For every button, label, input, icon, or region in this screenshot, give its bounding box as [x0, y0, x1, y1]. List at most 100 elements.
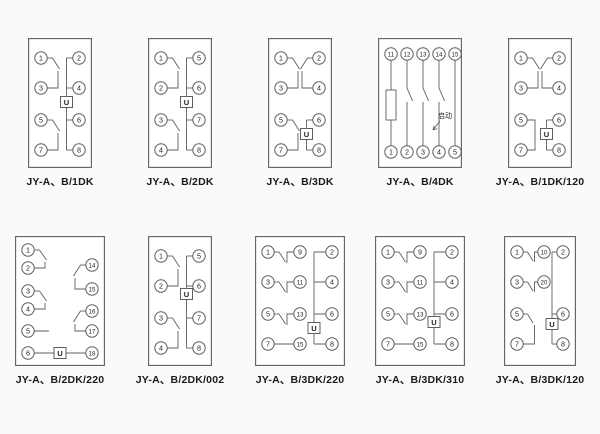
terminal-circle	[445, 307, 459, 321]
terminal-circle	[413, 245, 427, 259]
terminal-number: 10	[541, 250, 548, 257]
terminal-circle	[384, 47, 398, 61]
terminal-number: 15	[417, 342, 424, 349]
terminal-number: 8	[330, 340, 334, 349]
terminal-circle	[514, 81, 528, 95]
terminal-circle	[325, 307, 339, 321]
terminal-circle	[85, 282, 99, 296]
terminal-circle	[261, 245, 275, 259]
switch-contact-icon	[73, 310, 81, 323]
terminal-number: 20	[541, 280, 548, 287]
diagram-caption: JY-A、B/3DK/310	[375, 374, 465, 386]
terminal-number: 7	[39, 146, 43, 155]
terminal-number: 4	[557, 84, 561, 93]
switch-contact-icon	[172, 57, 180, 70]
terminal-circle	[381, 337, 395, 351]
terminal-number: 3	[159, 314, 163, 323]
terminal-number: 4	[159, 344, 163, 353]
terminal-circle	[21, 243, 35, 257]
terminal-number: 6	[26, 349, 30, 358]
terminal-number: 3	[159, 116, 163, 125]
terminal-number: 7	[519, 146, 523, 155]
terminal-circle	[274, 81, 288, 95]
switch-contact-icon	[52, 57, 60, 70]
terminal-number: 11	[297, 280, 304, 287]
terminal-number: 6	[561, 310, 565, 319]
terminal-circle	[510, 307, 524, 321]
switch-contact-icon	[527, 281, 534, 292]
terminal-number: 13	[417, 312, 424, 319]
terminal-number: 8	[557, 146, 561, 155]
terminal-number: 2	[450, 248, 454, 257]
terminal-circle	[552, 81, 566, 95]
terminal-circle	[21, 324, 35, 338]
terminal-circle	[34, 143, 48, 157]
terminal-number: 4	[437, 148, 441, 157]
terminal-number: 3	[266, 278, 270, 287]
wire	[432, 120, 441, 131]
terminal-circle	[325, 337, 339, 351]
terminal-number: 3	[386, 278, 390, 287]
terminal-circle	[85, 304, 99, 318]
switch-contact-icon	[438, 87, 445, 102]
terminal-circle	[448, 145, 462, 159]
terminal-circle	[325, 245, 339, 259]
terminal-circle	[445, 245, 459, 259]
terminal-circle	[261, 337, 275, 351]
terminal-number: 13	[297, 312, 304, 319]
terminal-circle	[261, 275, 275, 289]
terminal-number: 1	[39, 54, 43, 63]
terminal-circle	[21, 261, 35, 275]
u-coil-box	[53, 347, 67, 359]
terminal-circle	[154, 249, 168, 263]
terminal-number: 18	[89, 351, 96, 358]
terminal-number: 2	[405, 148, 409, 157]
terminal-circle	[192, 341, 206, 355]
terminal-circle	[261, 307, 275, 321]
terminal-circle	[154, 51, 168, 65]
terminal-circle	[274, 143, 288, 157]
terminal-circle	[21, 284, 35, 298]
terminal-number: 3	[421, 148, 425, 157]
terminal-number: 6	[77, 116, 81, 125]
terminal-number: 7	[266, 340, 270, 349]
terminal-circle	[192, 311, 206, 325]
switch-contact-icon	[172, 317, 180, 330]
terminal-circle	[556, 337, 570, 351]
u-coil-box	[180, 288, 193, 300]
terminal-number: 4	[26, 305, 30, 314]
terminal-circle	[274, 51, 288, 65]
terminal-number: 6	[450, 310, 454, 319]
terminal-number: 3	[26, 287, 30, 296]
switch-contact-icon	[278, 313, 286, 325]
terminal-circle	[34, 113, 48, 127]
terminal-circle	[552, 113, 566, 127]
u-coil-label: U	[304, 130, 309, 139]
terminal-circle	[400, 145, 414, 159]
terminal-circle	[21, 302, 35, 316]
terminal-number: 1	[279, 54, 283, 63]
terminal-circle	[34, 51, 48, 65]
terminal-circle	[312, 81, 326, 95]
u-coil-label: U	[549, 320, 554, 329]
terminal-circle	[192, 143, 206, 157]
terminal-circle	[413, 275, 427, 289]
terminal-number: 8	[197, 146, 201, 155]
switch-contact-icon	[527, 251, 534, 262]
terminal-number: 4	[330, 278, 334, 287]
terminal-circle	[72, 143, 86, 157]
terminal-number: 4	[159, 146, 163, 155]
terminal-circle	[85, 324, 99, 338]
terminal-number: 2	[159, 84, 163, 93]
terminal-number: 1	[159, 54, 163, 63]
